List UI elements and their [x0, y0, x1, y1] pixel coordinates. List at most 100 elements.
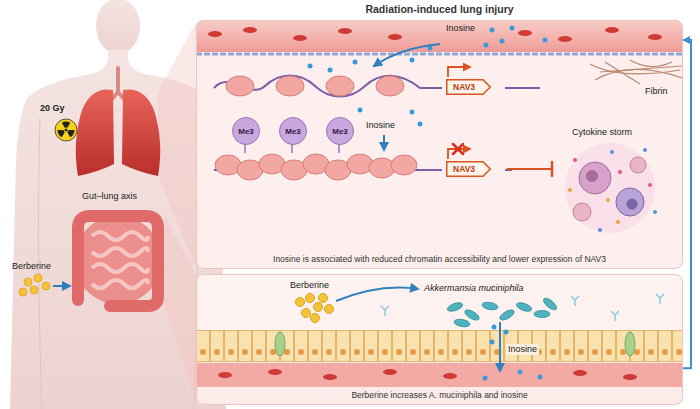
label-wrap: 20 Gy [40, 103, 65, 114]
cytokine-storm-part-part [610, 150, 614, 154]
label-wrap: Akkermansia muciniphila [424, 283, 524, 294]
gene-box: NAV3 [446, 161, 491, 177]
cytokine-storm-part-part [643, 148, 647, 152]
cytokine-storm-part-part [573, 158, 577, 162]
lung-panel: Inosine is associated with reduced chrom… [196, 20, 683, 269]
lungs-part [76, 89, 114, 176]
metabolite-label: Inosine [506, 344, 539, 355]
bacteria-part [534, 311, 550, 318]
berberine-pills-left-part [24, 278, 32, 286]
berberine-pills-left-part [42, 282, 50, 290]
gut-panel-art-part [625, 332, 635, 356]
radiation-symbol-part [65, 129, 68, 132]
methyl-mark: Me3 [279, 117, 307, 145]
bacteria-part [454, 318, 471, 328]
metabolite-label: Inosine [366, 120, 395, 131]
gene-arrow-outline [447, 80, 491, 95]
label-wrap: Inosine [446, 23, 475, 34]
gut-panel-art-part-part [573, 370, 587, 376]
bacteria-part [542, 296, 559, 312]
gut-lung-connector [683, 40, 691, 368]
cytokine-storm-part [573, 203, 591, 221]
node-text: Berberine increases A. muciniphila and i… [351, 390, 527, 401]
node-text: Inosine is associated with reduced chrom… [273, 254, 606, 265]
lung-panel-art-part-part [418, 122, 423, 127]
compound-label: Berberine [12, 261, 51, 272]
label-wrap: Inosine [506, 344, 539, 355]
intestines [74, 216, 162, 306]
lung-panel-art-part-part [410, 110, 415, 115]
lung-panel-art-part-part [484, 43, 489, 48]
radiation-symbol-part [62, 122, 71, 128]
compound-label: Berberine [290, 280, 329, 291]
human-body [10, 0, 226, 409]
radiation-symbol [55, 119, 77, 141]
open-chromatin-part [276, 76, 304, 96]
methyl-mark: Me3 [326, 117, 354, 145]
lung-panel-art-part-part [338, 28, 352, 34]
cytokine-storm-part-part [616, 220, 620, 224]
diagram-title: Radiation-induced lung injury [196, 3, 683, 15]
lung-panel-art-part-part [500, 39, 505, 44]
closed-chromatin-part [453, 144, 463, 154]
fibrin-strands [590, 60, 682, 84]
gut-panel-art-part-part [383, 369, 397, 375]
gene-box: NAV3 [446, 79, 491, 95]
lung-panel-art-part-part [648, 34, 662, 40]
bacteria-part [482, 301, 499, 311]
radiation-symbol-part [67, 130, 74, 137]
lung-panel-art-part-part [358, 108, 363, 113]
human-body-part [96, 0, 140, 54]
bacteria-part [498, 308, 515, 322]
inhibition-bar-part [507, 168, 552, 170]
closed-chromatin [214, 143, 512, 180]
gut-panel-art-part [483, 325, 543, 381]
cytokine-storm-part-part [598, 228, 602, 232]
node-text: Me3 [285, 127, 301, 136]
gut-panel-art-part-part [504, 330, 509, 335]
lung-panel-art-part-part [308, 64, 313, 69]
gut-panel-art-part-part [443, 373, 457, 379]
intestines-part [78, 216, 158, 306]
lungs [76, 68, 161, 176]
axis-label: Gut–lung axis [82, 191, 137, 202]
open-chromatin [214, 67, 540, 97]
fibrin-strands-part [605, 62, 640, 84]
fibrin-label: Fibrin [645, 86, 668, 97]
cytokine-storm-part [630, 157, 646, 173]
gut-panel-art-part-part [490, 340, 495, 345]
lung-panel-art-part-part [490, 28, 495, 33]
node-text: NAV3 [453, 164, 475, 174]
lung-panel-art [196, 20, 683, 269]
lungs-part [111, 68, 125, 100]
cytokine-storm-part [565, 143, 655, 233]
lung-panel-art-part-part [328, 68, 333, 73]
node-text: NAV3 [453, 82, 475, 92]
radiation-symbol-part [58, 130, 65, 137]
label-wrap: Cytokine storm [572, 127, 632, 138]
intestines-part [92, 232, 148, 288]
gut-panel-art-part [196, 274, 683, 330]
intestines-part [74, 216, 162, 304]
berberine-pills-left-part [53, 285, 70, 287]
berberine-pills-part [319, 294, 328, 303]
antibodies-part [381, 306, 389, 316]
gut-panel-art-part-part [538, 375, 543, 380]
gut-panel-art-part-part [323, 374, 337, 380]
gut-panel: Berberine increases A. muciniphila and i… [196, 274, 683, 405]
berberine-pills-left [19, 274, 70, 296]
cytokine-storm-part-part [653, 210, 657, 214]
bacteria-part [446, 301, 463, 313]
node-text: Me3 [332, 127, 348, 136]
lung-panel-art-part-part [518, 30, 532, 36]
inhibition-bar-part [551, 161, 554, 177]
antibodies-part [571, 296, 579, 306]
open-chromatin-part [326, 76, 354, 96]
gut-panel-art [196, 274, 683, 405]
gut-panel-art-part [196, 363, 683, 387]
lung-panel-art-part [196, 20, 683, 269]
berberine-pills-part [296, 298, 305, 307]
